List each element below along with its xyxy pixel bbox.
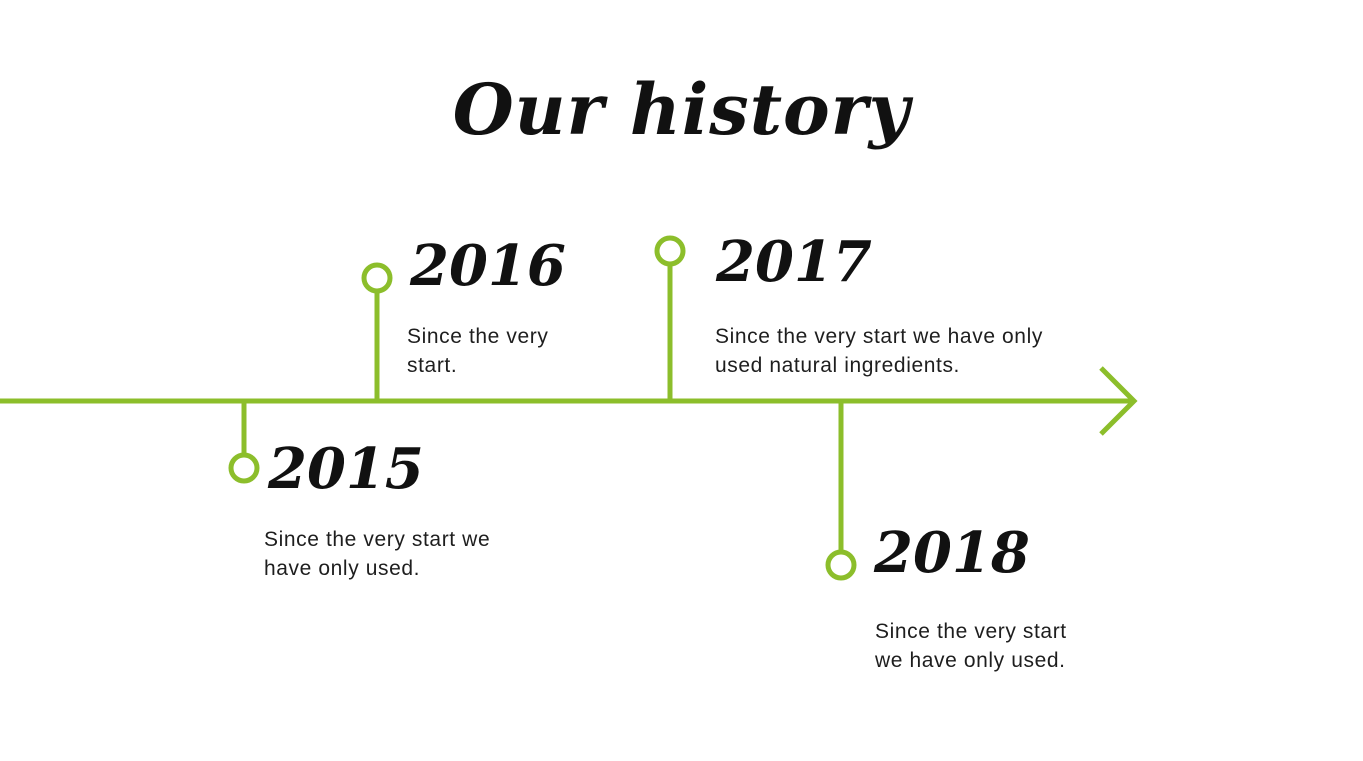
event-year-2018: 2018: [874, 520, 1030, 586]
marker-2015: [228, 452, 260, 484]
marker-2017: [654, 235, 686, 267]
event-text-2016: Since the very start.: [407, 325, 549, 377]
marker-2016: [361, 262, 393, 294]
event-year-2016: 2016: [410, 233, 566, 299]
timeline-arrow-head: [1099, 366, 1138, 436]
event-year-2017: 2017: [716, 229, 872, 295]
page-title: Our history: [452, 68, 911, 151]
event-year-2015: 2015: [268, 436, 424, 502]
marker-2018: [825, 549, 857, 581]
event-text-2018: Since the very start we have only used.: [875, 620, 1067, 672]
event-text-2017: Since the very start we have only used n…: [715, 325, 1043, 377]
event-text-2015: Since the very start we have only used.: [264, 528, 491, 580]
